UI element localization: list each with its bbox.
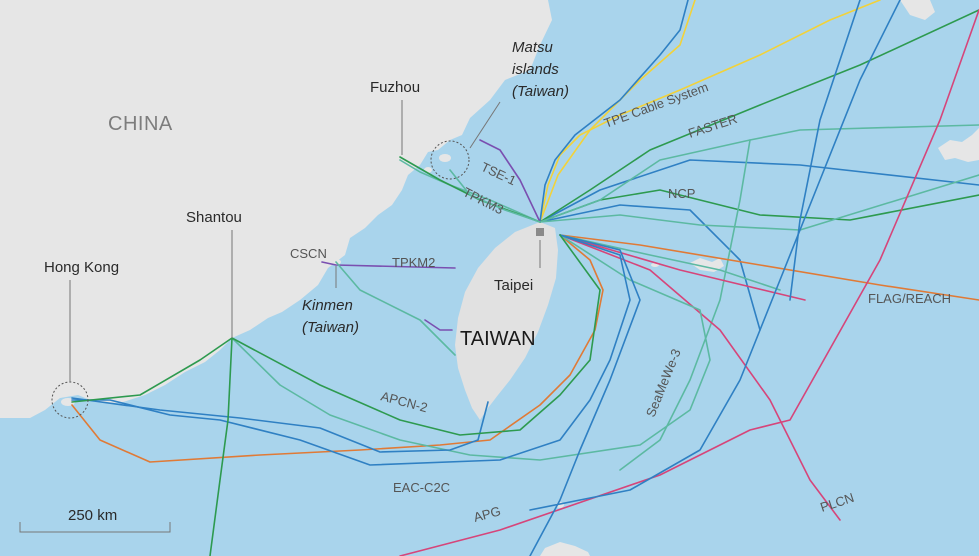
cable-green-hk — [71, 337, 233, 403]
cable-teal-e — [539, 174, 979, 231]
label-matsu-3: (Taiwan) — [512, 83, 569, 100]
cable-tpe-2 — [539, 0, 696, 223]
label-cable-ncp: NCP — [668, 186, 695, 201]
cable-apcn2 — [231, 234, 601, 436]
cable-tpe-1 — [539, 0, 881, 223]
ryukyu-island — [900, 0, 935, 20]
label-taiwan: TAIWAN — [460, 328, 536, 350]
cable-faster — [539, 9, 979, 223]
cable-orange-sw — [71, 234, 604, 463]
label-cable-apg: APG — [472, 503, 502, 525]
cable-apg-blue — [529, 0, 901, 511]
cable-teal-ne — [539, 124, 979, 223]
cable-pink-e — [559, 234, 806, 301]
cable-tse1 — [479, 139, 541, 223]
cable-kinmen-teal — [335, 261, 456, 356]
label-cable-eacc2c: EAC-C2C — [393, 480, 450, 495]
cable-plcn — [559, 234, 841, 521]
cable-teal-east — [559, 234, 781, 291]
taipei-marker — [536, 228, 544, 236]
cable-eac-c2c — [71, 234, 631, 466]
cable-blue-down — [529, 234, 641, 556]
matsu-islands — [439, 154, 451, 162]
cable-seamewe3 — [231, 234, 711, 461]
matsu-circle — [430, 140, 470, 180]
label-cable-flag: FLAG/REACH — [868, 291, 951, 306]
label-matsu-2: islands — [512, 61, 559, 78]
label-kinmen-2: (Taiwan) — [302, 319, 359, 336]
philippines-island — [540, 542, 590, 556]
label-taipei: Taipei — [494, 277, 533, 294]
scale-bar — [19, 522, 171, 533]
cable-kinmen-purple — [424, 319, 453, 331]
taiwan-island — [455, 222, 558, 420]
coastal-island — [452, 133, 458, 137]
label-scale: 250 km — [68, 507, 117, 524]
japan-island — [938, 128, 979, 162]
cable-tpkm2 — [321, 261, 456, 269]
cable-green-shantou — [209, 337, 233, 556]
cable-tpkm3-2 — [449, 169, 541, 223]
cable-blue-vert2 — [789, 0, 861, 301]
china-mainland — [0, 0, 552, 418]
cable-eac-c2c-2 — [71, 397, 489, 453]
label-cscn: CSCN — [290, 246, 327, 261]
label-china: CHINA — [108, 113, 173, 135]
label-kinmen-1: Kinmen — [302, 297, 353, 314]
cable-pink-apg — [399, 9, 979, 556]
label-fuzhou: Fuzhou — [370, 79, 420, 96]
label-shantou: Shantou — [186, 209, 242, 226]
cable-flag-reach — [559, 234, 979, 301]
cable-blue-ne2 — [539, 159, 979, 223]
label-hongkong: Hong Kong — [44, 259, 119, 276]
matsu-leader — [469, 101, 501, 149]
label-matsu-1: Matsu — [512, 39, 554, 56]
label-cable-tpkm2: TPKM2 — [392, 255, 435, 270]
cable-teal-vert — [619, 139, 751, 471]
cable-blue-e — [539, 204, 761, 331]
cable-blue-ne — [539, 0, 689, 223]
